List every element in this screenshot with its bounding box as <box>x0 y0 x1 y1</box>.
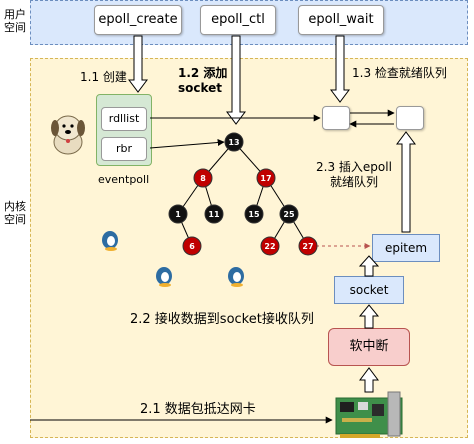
ready-queue-item <box>322 106 350 130</box>
step-2-2-label: 2.2 接收数据到socket接收队列 <box>130 312 314 327</box>
dog-mascot-icon <box>51 115 85 155</box>
ctl-hollow-arrow <box>226 35 246 125</box>
tree-node-label: 8 <box>200 174 206 183</box>
eventpoll-box: rdllist rbr <box>96 94 152 166</box>
tree-node-label: 15 <box>248 210 260 219</box>
rbr-field: rbr <box>101 137 147 161</box>
network-card-icon <box>335 391 403 438</box>
user-space-label: 用户 空间 <box>4 8 26 34</box>
tree-node-25 <box>279 204 299 224</box>
tree-node-label: 27 <box>302 242 313 251</box>
epitem-box: epitem <box>372 234 440 262</box>
tree-node-11 <box>204 204 224 224</box>
epoll-ctl-button[interactable]: epoll_ctl <box>200 5 276 35</box>
penguin-icon <box>156 267 172 287</box>
epitem-hollow-arrow <box>396 131 416 233</box>
tree-node-label: 22 <box>264 242 275 251</box>
softirq-box: 软中断 <box>328 328 410 366</box>
softirq-hollow-arrow <box>358 304 380 329</box>
tree-node-6 <box>182 236 202 256</box>
tree-node-22 <box>260 236 280 256</box>
wait-hollow-arrow <box>330 35 350 103</box>
tree-node-label: 17 <box>260 174 271 183</box>
tree-node-17 <box>256 168 276 188</box>
tree-node-label: 13 <box>228 138 239 147</box>
tree-node-label: 11 <box>208 210 220 219</box>
step-2-1-label: 2.1 数据包抵达网卡 <box>140 402 256 417</box>
epoll-create-button[interactable]: epoll_create <box>94 5 182 35</box>
tree-node-15 <box>244 204 264 224</box>
penguin-icon <box>228 267 244 287</box>
tree-node-13 <box>224 132 244 152</box>
step-1-3-label: 1.3 检查就绪队列 <box>352 66 447 80</box>
create-hollow-arrow <box>128 35 148 93</box>
ready-queue-item <box>396 106 424 130</box>
penguin-icon <box>102 231 118 251</box>
tree-node-label: 25 <box>283 210 295 219</box>
tree-node-label: 6 <box>189 242 195 251</box>
rdllist-field: rdllist <box>101 107 147 131</box>
rbr-arrow <box>149 139 225 149</box>
epoll-wait-button[interactable]: epoll_wait <box>298 5 384 35</box>
socket-hollow-arrow <box>358 255 380 277</box>
tree-node-1 <box>168 204 188 224</box>
step-1-2-label: 1.2 添加 socket <box>178 66 228 95</box>
tree-node-27 <box>298 236 318 256</box>
eventpoll-label: eventpoll <box>98 173 150 186</box>
tree-node-label: 1 <box>175 210 181 219</box>
step-2-3-label: 2.3 插入epoll 就绪队列 <box>316 160 392 189</box>
socket-box: socket <box>334 276 404 304</box>
tree-node-8 <box>193 168 213 188</box>
kernel-space-label: 内核 空间 <box>4 200 26 226</box>
step-1-1-label: 1.1 创建 <box>80 70 127 84</box>
nic-hollow-arrow <box>359 367 379 393</box>
